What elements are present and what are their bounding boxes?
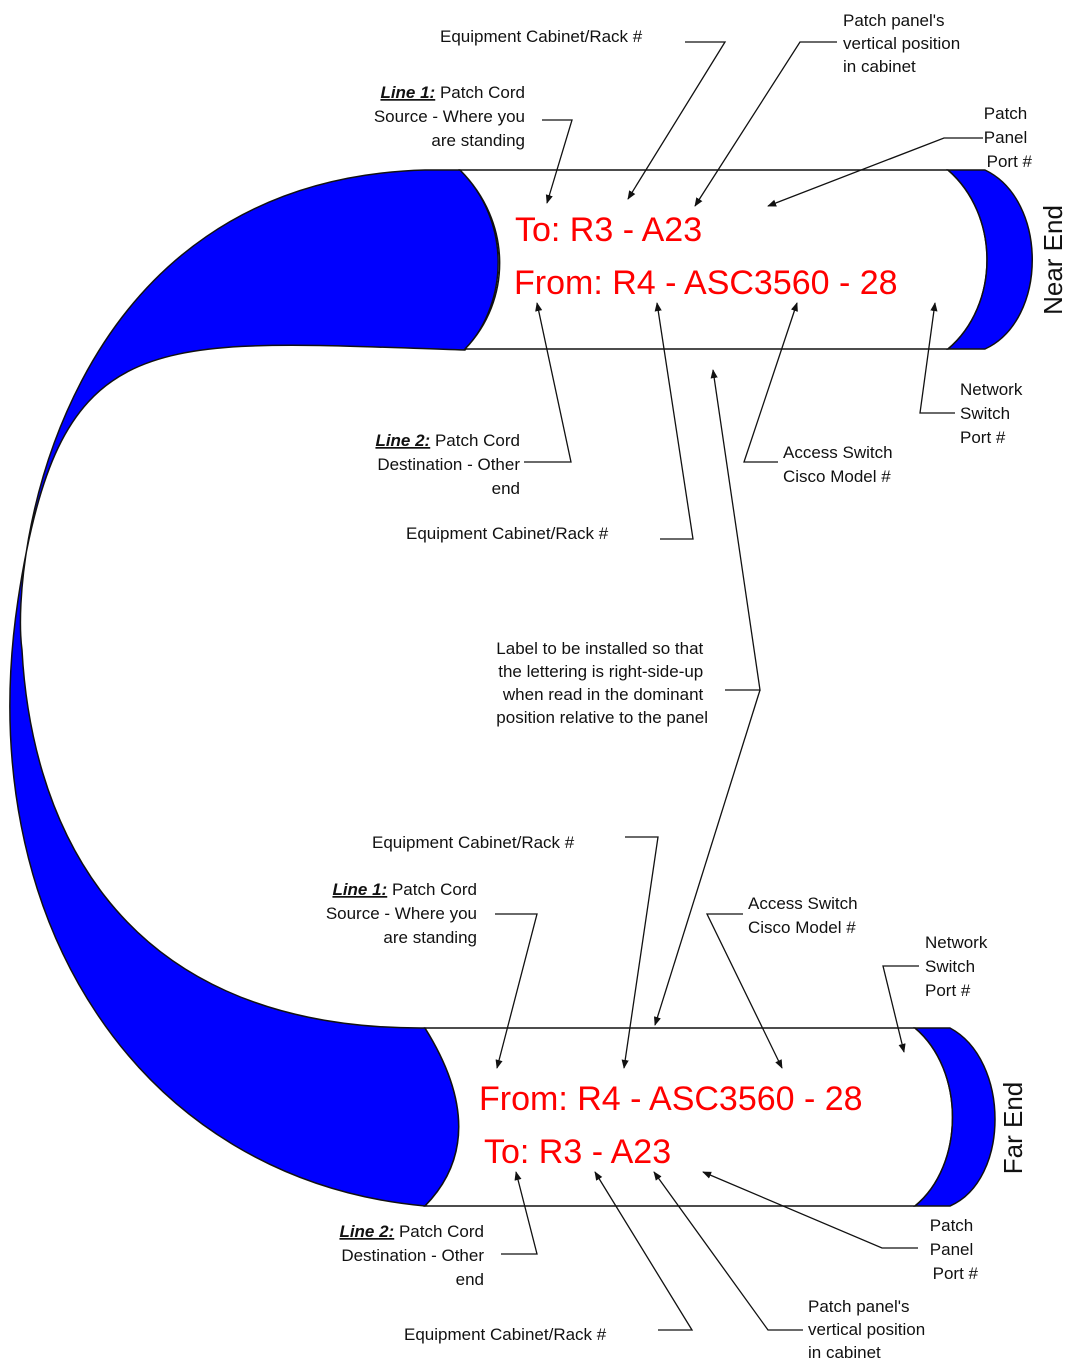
leader-install-down	[653, 689, 761, 1026]
far-network-port-line: Network	[925, 933, 988, 952]
line1-rest: Patch Cord	[435, 83, 525, 102]
line1-heading: Line 1:	[380, 83, 435, 102]
install-note-line: when read in the dominant	[502, 685, 704, 704]
far-label-line1: From: R4 - ASC3560 - 28	[479, 1080, 863, 1118]
install-note-line: the lettering is right-side-up	[498, 662, 703, 681]
leader-network-port	[919, 302, 955, 414]
top-vpos-line: Patch panel's	[843, 11, 945, 30]
bottom-vpos-line: Patch panel's	[808, 1297, 910, 1316]
leader-far-line1	[495, 913, 538, 1069]
top-port-line: Panel	[984, 128, 1027, 147]
line2-rest: Patch Cord	[430, 431, 520, 450]
far-end-sleeve	[423, 1027, 996, 1207]
far-network-port-line: Switch	[925, 957, 975, 976]
far-end-label: Far End	[998, 1082, 1028, 1175]
access-switch-line: Cisco Model #	[783, 467, 891, 486]
cable-bend	[9, 169, 499, 1207]
bottom-vpos-line: vertical position	[808, 1320, 925, 1339]
line1-rest: Patch Cord	[387, 880, 477, 899]
line2-rest: Patch Cord	[394, 1222, 484, 1241]
leader-top-cabinet	[627, 41, 727, 200]
far-access-switch-line: Access Switch	[748, 894, 858, 913]
leader-far-line2	[501, 1171, 538, 1255]
top-port-line: Port #	[987, 152, 1033, 171]
far-line2-extra: end	[456, 1270, 484, 1289]
far-line1-extra: Source - Where you	[326, 904, 477, 923]
near-end-connector	[945, 169, 1033, 350]
far-line2-extra: Destination - Other	[341, 1246, 484, 1265]
top-line2-extra: Destination - Other	[377, 455, 520, 474]
far-network-port-annotation: Network Switch Port #	[925, 933, 992, 1000]
bottom-vpos-annotation: Patch panel's vertical position in cabin…	[808, 1297, 930, 1362]
line2-heading: Line 2:	[339, 1222, 394, 1241]
near-label-line2: From: R4 - ASC3560 - 28	[514, 264, 898, 302]
top-cabinet-annotation: Equipment Cabinet/Rack #	[440, 27, 643, 46]
top-vpos-line: in cabinet	[843, 57, 916, 76]
far-access-switch-annotation: Access Switch Cisco Model #	[748, 894, 862, 937]
access-switch-annotation: Access Switch Cisco Model #	[783, 443, 897, 486]
far-line1-annotation: Line 1: Patch Cord	[332, 880, 477, 899]
far-port-line: Port #	[933, 1264, 979, 1283]
top-line2-extra: end	[492, 479, 520, 498]
far-cabinet-annotation: Equipment Cabinet/Rack #	[372, 833, 575, 852]
far-access-switch-line: Cisco Model #	[748, 918, 856, 937]
leader-access-switch	[743, 302, 798, 463]
top-line1-annotation: Line 1: Patch Cord	[380, 83, 525, 102]
top-vpos-annotation: Patch panel's vertical position in cabin…	[843, 11, 965, 76]
leader-mid-cabinet	[654, 302, 694, 540]
top-line1-extra: are standing	[431, 131, 525, 150]
access-switch-line: Access Switch	[783, 443, 893, 462]
install-note: Label to be installed so that the letter…	[496, 639, 708, 727]
top-port-line: Patch	[984, 104, 1027, 123]
leader-install-up	[710, 369, 761, 691]
leader-top-line1	[542, 119, 573, 204]
far-label-line2: To: R3 - A23	[484, 1133, 671, 1171]
far-end-connector	[912, 1027, 996, 1207]
leader-far-cabinet	[621, 836, 659, 1069]
leader-lines	[495, 41, 983, 1331]
network-port-line: Port #	[960, 428, 1006, 447]
install-note-line: position relative to the panel	[496, 708, 708, 727]
leader-far-port	[702, 1171, 918, 1249]
leader-top-port	[767, 137, 983, 207]
top-line2-annotation: Line 2: Patch Cord	[375, 431, 520, 450]
network-port-line: Network	[960, 380, 1023, 399]
top-line1-extra: Source - Where you	[374, 107, 525, 126]
install-note-line: Label to be installed so that	[496, 639, 703, 658]
line2-heading: Line 2:	[375, 431, 430, 450]
network-port-line: Switch	[960, 404, 1010, 423]
mid-cabinet-annotation: Equipment Cabinet/Rack #	[406, 524, 609, 543]
far-port-line: Patch	[930, 1216, 973, 1235]
leader-top-vpos	[694, 41, 837, 207]
near-end-label: Near End	[1038, 205, 1067, 315]
bottom-cabinet-annotation: Equipment Cabinet/Rack #	[404, 1325, 607, 1344]
leader-far-network-port	[882, 965, 919, 1053]
near-end-sleeve	[458, 169, 1033, 350]
bottom-vpos-line: in cabinet	[808, 1343, 881, 1362]
far-port-annotation: Patch Panel Port #	[930, 1216, 979, 1283]
top-port-annotation: Patch Panel Port #	[984, 104, 1033, 171]
far-network-port-line: Port #	[925, 981, 971, 1000]
top-vpos-line: vertical position	[843, 34, 960, 53]
leader-far-access-switch	[705, 913, 783, 1069]
leader-bottom-cabinet	[594, 1171, 694, 1331]
far-line1-extra: are standing	[383, 928, 477, 947]
far-line2-annotation: Line 2: Patch Cord	[339, 1222, 484, 1241]
far-port-line: Panel	[930, 1240, 973, 1259]
line1-heading: Line 1:	[332, 880, 387, 899]
network-port-annotation: Network Switch Port #	[960, 380, 1027, 447]
leader-bottom-vpos	[653, 1171, 803, 1331]
leader-top-line2	[524, 302, 572, 463]
near-label-line1: To: R3 - A23	[515, 211, 702, 249]
